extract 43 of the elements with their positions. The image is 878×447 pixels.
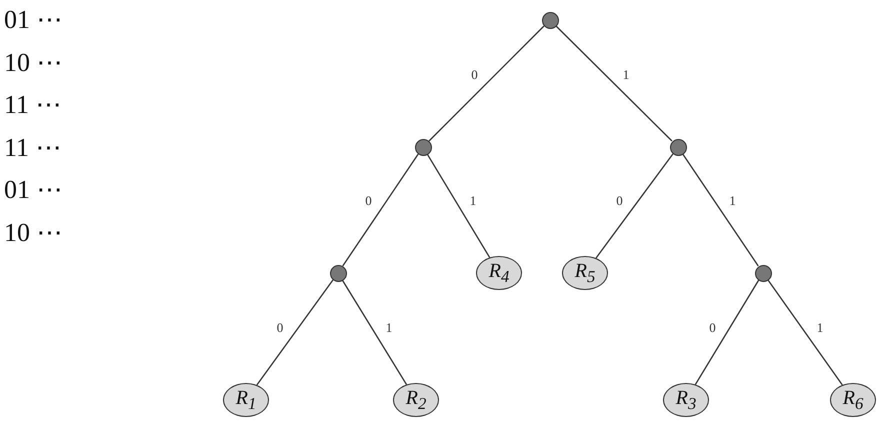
branch-dot bbox=[542, 12, 558, 28]
branch-dot bbox=[414, 138, 432, 156]
edge-label: 1 bbox=[728, 194, 737, 208]
edge-label: 1 bbox=[468, 194, 478, 208]
edge-label: 0 bbox=[615, 194, 624, 208]
tree-edge bbox=[556, 26, 672, 142]
tree-edge bbox=[596, 153, 674, 258]
leaf-ellipse bbox=[562, 256, 608, 290]
edge-label: 1 bbox=[622, 68, 630, 82]
edge-label: 0 bbox=[470, 68, 479, 82]
tree-edge bbox=[694, 280, 760, 385]
node-label: R$_{3}$ bbox=[676, 386, 696, 414]
bit-string: 01 ⋯ bbox=[4, 175, 62, 205]
edge-label: 1 bbox=[384, 320, 394, 334]
leaf-ellipse bbox=[830, 383, 876, 417]
node-label: R$_{4}$ bbox=[488, 260, 510, 286]
edge-label: 0 bbox=[708, 320, 717, 334]
branch-dot bbox=[670, 138, 686, 156]
bit-string: 01 ⋯ bbox=[4, 5, 62, 35]
leaf-ellipse bbox=[223, 383, 269, 417]
bit-string: 11 ⋯ bbox=[4, 90, 62, 120]
node-label: R$_{1}$ bbox=[236, 386, 256, 414]
branch-dot bbox=[754, 264, 772, 282]
tree-edge bbox=[767, 280, 843, 386]
edge-label: 0 bbox=[364, 194, 373, 208]
edge-label: 1 bbox=[816, 320, 824, 334]
node-label: R$_{6}$ bbox=[842, 386, 864, 414]
tree-edge bbox=[426, 154, 490, 258]
tree-edge bbox=[342, 154, 419, 266]
leaf-ellipse bbox=[393, 383, 439, 417]
bit-string: 10 ⋯ bbox=[4, 218, 62, 248]
bit-string: 10 ⋯ bbox=[4, 48, 62, 78]
branch-dot bbox=[330, 264, 346, 282]
node-label: R$_{5}$ bbox=[574, 260, 596, 286]
bit-string: 11 ⋯ bbox=[4, 132, 62, 162]
tree-edge bbox=[682, 154, 759, 266]
leaf-ellipse bbox=[663, 383, 709, 417]
tree-edge bbox=[428, 26, 544, 142]
node-label: R$_{2}$ bbox=[406, 386, 426, 414]
edge-label: 0 bbox=[276, 320, 284, 334]
tree-edge bbox=[342, 280, 408, 385]
tree-edge bbox=[256, 280, 334, 386]
leaf-ellipse bbox=[476, 256, 522, 290]
